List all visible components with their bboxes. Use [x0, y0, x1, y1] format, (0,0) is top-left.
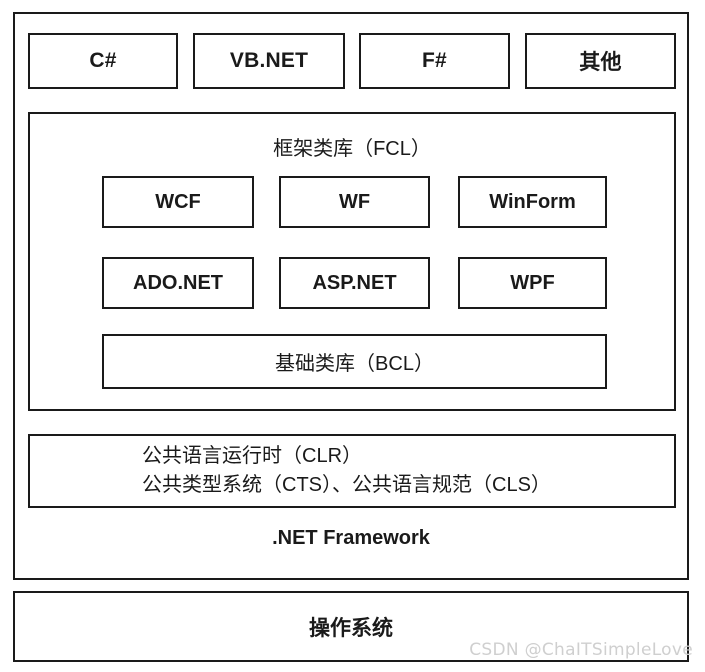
language-box-fsharp: F#	[359, 33, 510, 89]
fcl-label-winform: WinForm	[489, 190, 576, 213]
framework-caption: .NET Framework	[272, 527, 430, 549]
fcl-box-aspnet: ASP.NET	[279, 257, 430, 309]
fcl-box-wf: WF	[279, 176, 430, 228]
language-label-fsharp: F#	[422, 49, 447, 72]
bcl-label: 基础类库（BCL）	[275, 353, 434, 375]
fcl-box-wpf: WPF	[458, 257, 607, 309]
language-box-csharp: C#	[28, 33, 178, 89]
language-label-vbnet: VB.NET	[229, 49, 309, 72]
language-label-csharp: C#	[89, 49, 117, 72]
operating-system-box: 操作系统	[13, 591, 689, 662]
fcl-box-adonet: ADO.NET	[102, 257, 254, 309]
fcl-label-wcf: WCF	[155, 190, 201, 213]
fcl-label-wpf: WPF	[510, 271, 555, 294]
fcl-label-aspnet: ASP.NET	[312, 271, 397, 294]
bcl-box: 基础类库（BCL）	[102, 334, 607, 389]
clr-line-runtime: 公共语言运行时（CLR）	[142, 445, 363, 467]
fcl-box-winform: WinForm	[458, 176, 607, 228]
fcl-label-wf: WF	[338, 190, 371, 213]
clr-box: 公共语言运行时（CLR） 公共类型系统（CTS）、公共语言规范（CLS）	[28, 434, 676, 508]
fcl-container-box: 框架类库（FCL） WCF WF WinForm ADO.NET ASP.NET…	[28, 112, 676, 411]
fcl-box-wcf: WCF	[102, 176, 254, 228]
language-box-other: 其他	[525, 33, 676, 89]
clr-text-block: 公共语言运行时（CLR） 公共类型系统（CTS）、公共语言规范（CLS）	[30, 436, 674, 506]
language-box-vbnet: VB.NET	[193, 33, 345, 89]
clr-line-cts-cls: 公共类型系统（CTS）、公共语言规范（CLS）	[142, 474, 551, 496]
operating-system-label: 操作系统	[309, 616, 393, 640]
fcl-title: 框架类库（FCL）	[273, 138, 431, 160]
language-label-other: 其他	[579, 51, 622, 74]
fcl-label-adonet: ADO.NET	[133, 271, 223, 294]
